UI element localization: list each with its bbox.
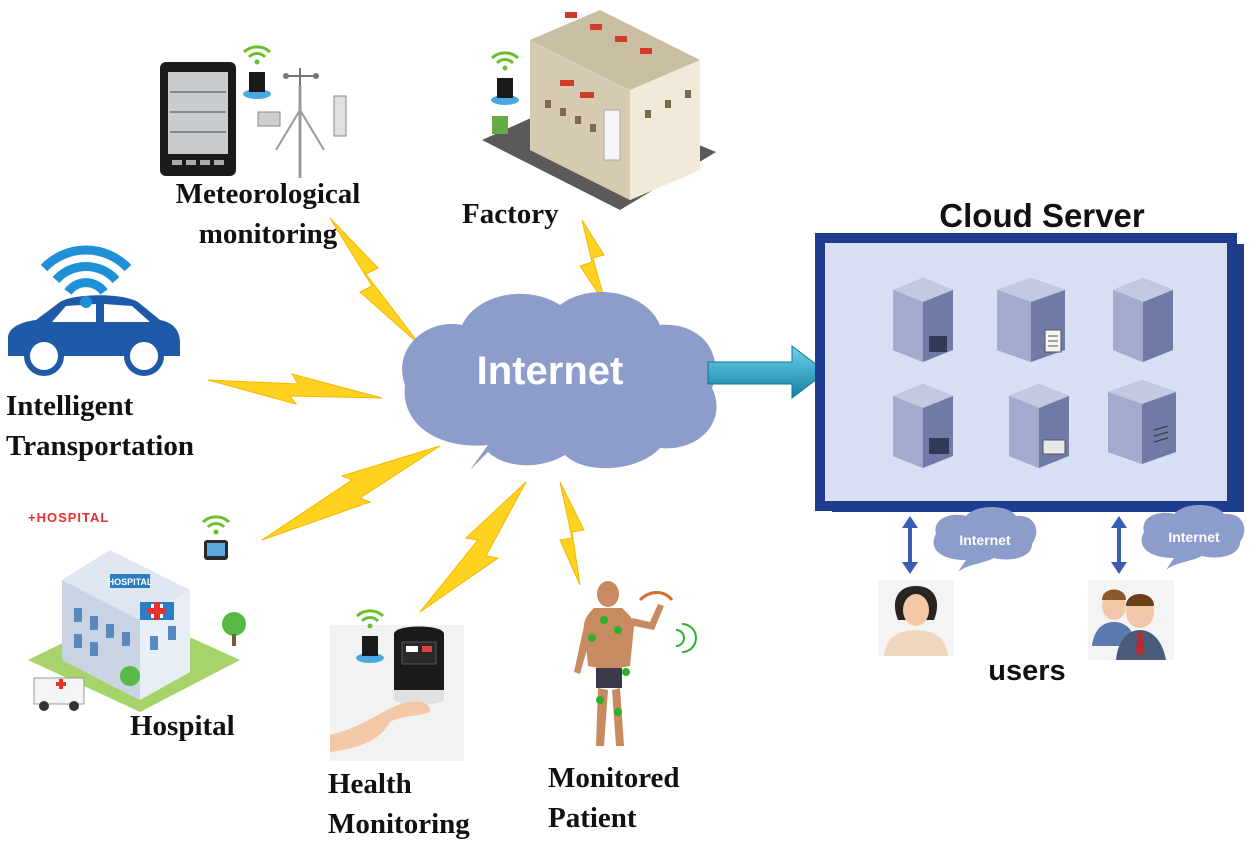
hospital-sign-label: +HOSPITAL xyxy=(28,510,109,525)
patient-label-line1: Monitored xyxy=(548,762,680,794)
meteorological-label: Meteorological monitoring xyxy=(162,174,374,254)
server-icon xyxy=(1009,384,1069,468)
cloud-server-title: Cloud Server xyxy=(939,197,1145,234)
server-icon xyxy=(893,278,953,362)
user-link-arrow-left xyxy=(902,516,918,574)
small-internet-cloud-icon: Internet xyxy=(933,507,1037,572)
wifi-icon xyxy=(40,245,132,308)
users-label: users xyxy=(988,655,1065,687)
factory-label: Factory xyxy=(462,198,559,230)
weather-station-icon xyxy=(160,62,347,178)
user-icon xyxy=(878,580,954,656)
link-bolt-hospital xyxy=(261,445,441,541)
server-icon xyxy=(997,278,1065,362)
wifi-monitor-icon xyxy=(201,515,231,560)
meteorological-label-line2: monitoring xyxy=(198,218,338,250)
server-icon xyxy=(893,384,953,468)
oximeter-icon xyxy=(330,625,464,761)
health-monitoring-label: Health Monitoring xyxy=(328,764,470,844)
upload-arrow-icon xyxy=(707,344,827,400)
meteorological-label-line1: Meteorological xyxy=(175,178,361,210)
car-icon xyxy=(8,295,180,376)
hospital-icon: HOSPITAL xyxy=(28,550,246,712)
hospital-sign: +HOSPITAL xyxy=(28,510,109,525)
transportation-label-line1: Intelligent xyxy=(6,390,134,422)
hospital-label: Hospital xyxy=(130,710,235,742)
small-internet-label-right: Internet xyxy=(1168,529,1220,545)
internet-cloud-icon: Internet xyxy=(402,291,717,470)
monitored-patient-label: Monitored Patient xyxy=(548,758,680,838)
small-internet-cloud-icon: Internet xyxy=(1141,505,1245,570)
wifi-sensor-icon xyxy=(242,45,272,99)
health-label-line2: Monitoring xyxy=(328,808,470,840)
server-icon xyxy=(1108,380,1176,464)
transportation-label: Intelligent Transportation xyxy=(6,386,194,466)
internet-label: Internet xyxy=(477,349,624,393)
wifi-sensor-icon xyxy=(355,609,385,663)
wifi-sensor-icon xyxy=(490,51,520,105)
small-internet-label-left: Internet xyxy=(959,532,1011,548)
patient-label-line2: Patient xyxy=(548,802,637,834)
health-label-line1: Health xyxy=(328,768,412,800)
server-icon xyxy=(1113,278,1173,362)
body-sensor-icon xyxy=(574,581,697,746)
link-bolt-patient xyxy=(559,481,585,586)
transportation-label-line2: Transportation xyxy=(6,430,194,462)
link-bolt-transportation xyxy=(207,373,383,405)
user-icon xyxy=(1088,580,1174,660)
hospital-roof-sign: HOSPITAL xyxy=(108,577,153,587)
link-bolt-health xyxy=(419,481,527,613)
factory-icon xyxy=(482,10,716,210)
user-link-arrow-right xyxy=(1111,516,1127,574)
